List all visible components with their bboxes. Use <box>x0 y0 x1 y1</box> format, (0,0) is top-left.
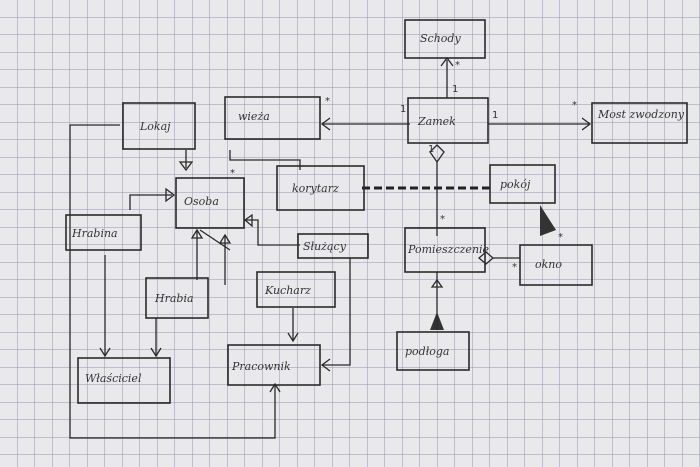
svg-text:Kucharz: Kucharz <box>264 284 311 297</box>
svg-text:Pomieszczenie: Pomieszczenie <box>407 243 490 256</box>
svg-text:*: * <box>512 262 517 273</box>
svg-text:1: 1 <box>492 110 498 121</box>
svg-text:Zamek: Zamek <box>417 115 456 128</box>
svg-text:*: * <box>572 100 577 111</box>
svg-text:korytarz: korytarz <box>292 182 339 195</box>
class-schody: Schody <box>404 19 486 59</box>
class-most-zwodzony: Most zwodzony <box>591 102 688 144</box>
svg-text:1: 1 <box>428 144 434 155</box>
svg-text:Hrabia: Hrabia <box>154 292 194 305</box>
associations <box>69 56 592 439</box>
class-okno: okno <box>519 244 593 286</box>
class-zamek: Zamek <box>407 97 489 144</box>
svg-text:Osoba: Osoba <box>184 195 219 208</box>
class-boxes: Schody Zamek Most zwodzony wieża Lokaj O… <box>65 19 688 404</box>
svg-text:Właściciel: Właściciel <box>85 372 142 385</box>
svg-text:Hrabina: Hrabina <box>71 227 118 240</box>
svg-text:1: 1 <box>452 84 458 95</box>
svg-text:Lokaj: Lokaj <box>139 120 171 133</box>
class-lokaj: Lokaj <box>122 102 196 150</box>
svg-text:*: * <box>440 214 445 225</box>
svg-text:*: * <box>558 232 563 243</box>
class-wlasciciel: Właściciel <box>77 357 171 404</box>
svg-text:Schody: Schody <box>420 32 461 45</box>
class-korytarz: korytarz <box>276 165 365 211</box>
svg-text:pokój: pokój <box>500 178 531 191</box>
multiplicity-labels: * 1 1 1 * * 1 * * * * <box>230 60 577 273</box>
class-kucharz: Kucharz <box>256 271 336 308</box>
svg-text:Służący: Służący <box>303 240 347 253</box>
svg-text:*: * <box>325 96 330 107</box>
class-pracownik: Pracownik <box>227 344 321 386</box>
class-podloga: podłoga <box>396 331 470 371</box>
class-osoba: Osoba <box>175 177 245 229</box>
svg-text:wieża: wieża <box>238 110 270 123</box>
svg-text:*: * <box>230 168 235 179</box>
class-hrabia: Hrabia <box>145 277 209 319</box>
svg-text:podłoga: podłoga <box>405 345 450 358</box>
class-hrabina: Hrabina <box>65 214 142 251</box>
svg-text:okno: okno <box>535 258 562 271</box>
class-wieza: wieża <box>224 96 321 140</box>
class-sluzacy: Służący <box>297 233 369 259</box>
class-pokoj: pokój <box>489 164 556 204</box>
svg-text:*: * <box>455 60 460 71</box>
svg-text:Pracownik: Pracownik <box>231 360 291 373</box>
svg-text:Most zwodzony: Most zwodzony <box>597 108 685 121</box>
svg-text:1: 1 <box>400 104 406 115</box>
class-pomieszczenie: Pomieszczenie <box>404 227 490 273</box>
